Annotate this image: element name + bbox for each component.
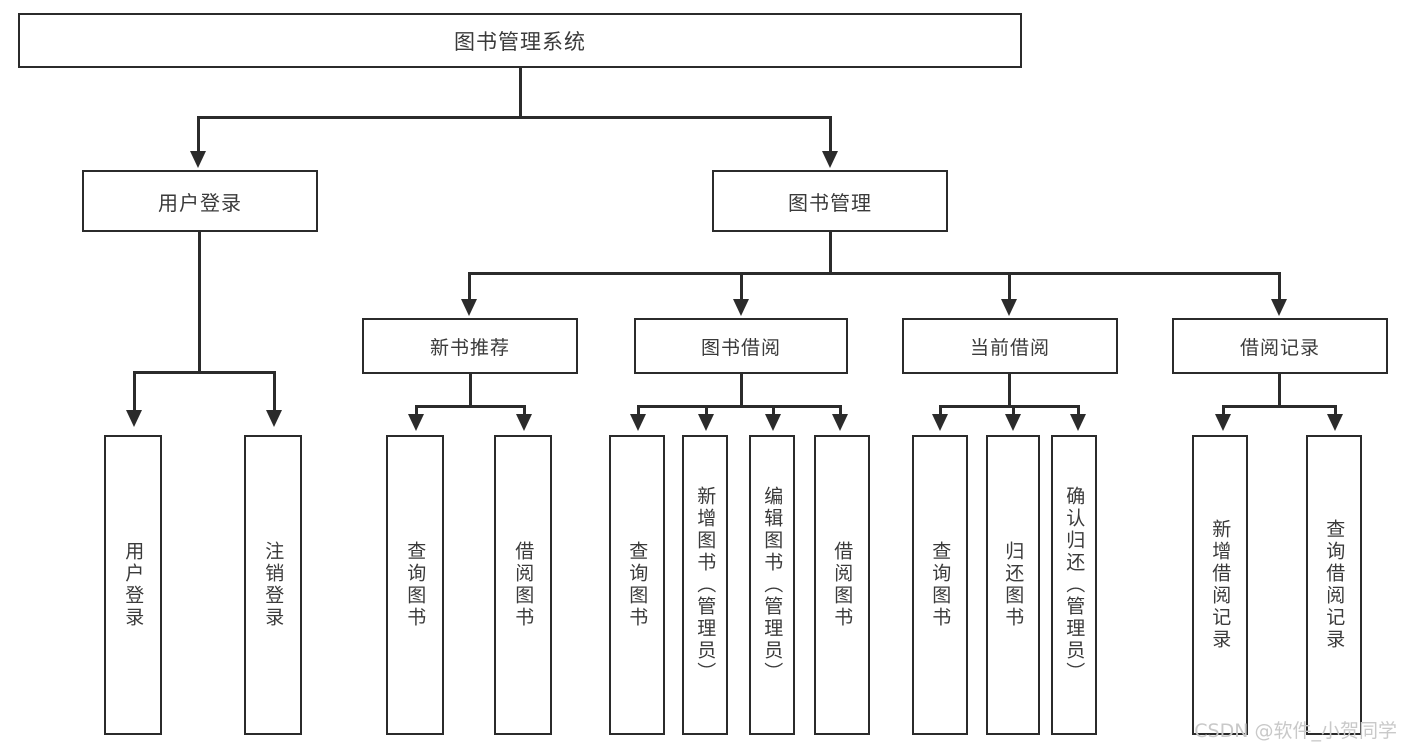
arrowhead-leaf-current-borrow-2: [1070, 414, 1086, 431]
connector-drop-current-borrow: [1008, 272, 1011, 302]
connector-drop-leaf-borrow-record-1: [1334, 405, 1337, 417]
leaf-user-login-1[interactable]: 注销登录: [244, 435, 302, 735]
connector-drop-leaf-new-book-1: [523, 405, 526, 417]
arrowhead-leaf-new-book-0: [408, 414, 424, 431]
connector-drop-leaf-new-book-0: [415, 405, 418, 417]
node-user-login[interactable]: 用户登录: [82, 170, 318, 232]
node-label: 借阅记录: [1239, 336, 1320, 359]
arrowhead-leaf-book-borrow-0: [630, 414, 646, 431]
connector-drop-leaf-borrow-record-0: [1222, 405, 1225, 417]
arrowhead-user-login: [190, 151, 206, 168]
connector-book-borrow-stem: [740, 374, 743, 407]
connector-drop-leaf-user-login-1: [273, 371, 276, 413]
node-label: 新书推荐: [429, 336, 510, 359]
leaf-label: 新增借阅记录: [1209, 519, 1232, 651]
arrowhead-leaf-book-borrow-1: [698, 414, 714, 431]
leaf-label: 注销登录: [262, 541, 285, 629]
connector-drop-leaf-book-borrow-1: [705, 405, 708, 417]
arrowhead-borrow-record: [1271, 299, 1287, 316]
leaf-user-login-0[interactable]: 用户登录: [104, 435, 162, 735]
connector-drop-leaf-book-borrow-3: [839, 405, 842, 417]
node-new-book-recommend[interactable]: 新书推荐: [362, 318, 578, 374]
connector-borrow-record-bus: [1222, 405, 1336, 408]
node-label: 图书管理系统: [454, 29, 586, 54]
leaf-borrow-record-1[interactable]: 查询借阅记录: [1306, 435, 1362, 735]
leaf-label: 归还图书: [1002, 541, 1025, 629]
arrowhead-book-borrow: [733, 299, 749, 316]
arrowhead-leaf-user-login-1: [266, 410, 282, 427]
connector-drop-book-borrow: [740, 272, 743, 302]
connector-drop-book-mgmt: [829, 116, 832, 154]
connector-drop-leaf-user-login-0: [133, 371, 136, 413]
leaf-label: 确认归还（管理员）: [1063, 486, 1086, 684]
leaf-label: 编辑图书（管理员）: [761, 486, 784, 684]
leaf-label: 查询借阅记录: [1323, 519, 1346, 651]
arrowhead-book-mgmt: [822, 151, 838, 168]
arrowhead-leaf-current-borrow-0: [932, 414, 948, 431]
leaf-book-borrow-1[interactable]: 新增图书（管理员）: [682, 435, 728, 735]
connector-root-bus: [197, 116, 831, 119]
leaf-book-borrow-0[interactable]: 查询图书: [609, 435, 665, 735]
connector-current-borrow-bus: [939, 405, 1079, 408]
leaf-new-book-0[interactable]: 查询图书: [386, 435, 444, 735]
leaf-current-borrow-0[interactable]: 查询图书: [912, 435, 968, 735]
leaf-borrow-record-0[interactable]: 新增借阅记录: [1192, 435, 1248, 735]
arrowhead-leaf-borrow-record-0: [1215, 414, 1231, 431]
connector-new-book-bus: [415, 405, 525, 408]
arrowhead-leaf-book-borrow-3: [832, 414, 848, 431]
arrowhead-leaf-current-borrow-1: [1005, 414, 1021, 431]
connector-user-login-bus: [133, 371, 275, 374]
leaf-book-borrow-3[interactable]: 借阅图书: [814, 435, 870, 735]
connector-root-stem: [519, 68, 522, 118]
leaf-label: 查询图书: [404, 541, 427, 629]
arrowhead-current-borrow: [1001, 299, 1017, 316]
leaf-label: 借阅图书: [512, 541, 535, 629]
node-label: 用户登录: [158, 190, 242, 215]
connector-borrow-record-stem: [1278, 374, 1281, 407]
connector-drop-borrow-record: [1278, 272, 1281, 302]
connector-book-borrow-bus: [637, 405, 839, 408]
csdn-watermark: CSDN @软件_小贺同学: [1194, 720, 1397, 742]
connector-book-mgmt-bus: [468, 272, 1280, 275]
arrowhead-leaf-user-login-0: [126, 410, 142, 427]
arrowhead-leaf-book-borrow-2: [765, 414, 781, 431]
node-book-borrow[interactable]: 图书借阅: [634, 318, 848, 374]
arrowhead-leaf-borrow-record-1: [1327, 414, 1343, 431]
leaf-current-borrow-2[interactable]: 确认归还（管理员）: [1051, 435, 1097, 735]
node-label: 图书借阅: [700, 336, 781, 359]
node-current-borrow[interactable]: 当前借阅: [902, 318, 1118, 374]
leaf-label: 查询图书: [929, 541, 952, 629]
leaf-label: 新增图书（管理员）: [694, 486, 717, 684]
connector-drop-leaf-current-borrow-0: [939, 405, 942, 417]
connector-drop-leaf-book-borrow-0: [637, 405, 640, 417]
node-borrow-record[interactable]: 借阅记录: [1172, 318, 1388, 374]
leaf-label: 查询图书: [626, 541, 649, 629]
connector-current-borrow-stem: [1008, 374, 1011, 407]
connector-drop-new-book: [468, 272, 471, 302]
node-label: 当前借阅: [969, 336, 1050, 359]
connector-drop-user-login: [197, 116, 200, 154]
node-book-management[interactable]: 图书管理: [712, 170, 948, 232]
arrowhead-leaf-new-book-1: [516, 414, 532, 431]
leaf-label: 用户登录: [122, 541, 145, 629]
node-label: 图书管理: [788, 190, 872, 215]
arrowhead-new-book: [461, 299, 477, 316]
leaf-label: 借阅图书: [831, 541, 854, 629]
leaf-new-book-1[interactable]: 借阅图书: [494, 435, 552, 735]
connector-drop-leaf-book-borrow-2: [772, 405, 775, 417]
leaf-book-borrow-2[interactable]: 编辑图书（管理员）: [749, 435, 795, 735]
node-root-system[interactable]: 图书管理系统: [18, 13, 1022, 68]
connector-drop-leaf-current-borrow-1: [1012, 405, 1015, 417]
connector-book-mgmt-stem: [829, 232, 832, 274]
leaf-current-borrow-1[interactable]: 归还图书: [986, 435, 1040, 735]
connector-user-login-stem: [198, 232, 201, 373]
connector-new-book-stem: [469, 374, 472, 407]
connector-drop-leaf-current-borrow-2: [1077, 405, 1080, 417]
